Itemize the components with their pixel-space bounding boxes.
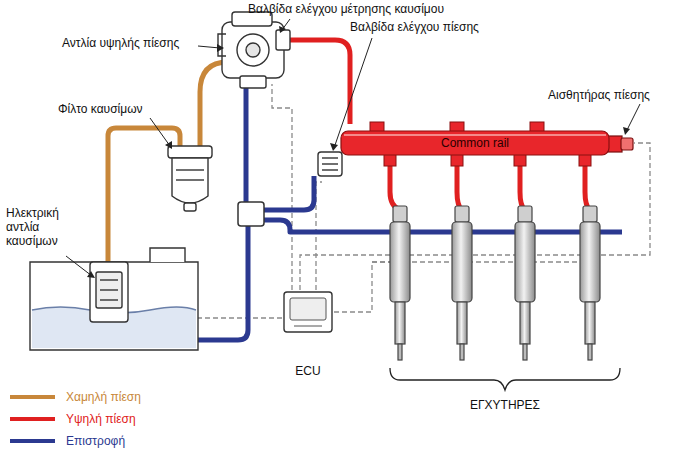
- injector-bracket: [390, 368, 620, 390]
- part-label: Ηλεκτρική αντλία καυσίμων: [6, 206, 82, 248]
- high-pressure-line: [286, 40, 590, 210]
- low-pressure-line: [108, 62, 228, 262]
- node-label: ECU: [295, 364, 320, 378]
- fuel-tank: [30, 248, 198, 350]
- legend-swatch: [10, 439, 55, 443]
- rail-label: Common rail: [441, 136, 509, 150]
- part-label: Βαλβίδα ελέγχου μέτρησης καυσίμου: [248, 2, 444, 16]
- legend-swatch: [10, 395, 55, 399]
- legend-text: Υψηλή πίεση: [66, 412, 136, 426]
- fuel-filter: [168, 146, 212, 211]
- common-rail: Common rail: [340, 118, 610, 168]
- legend-text: Χαμηλή πίεση: [66, 390, 141, 404]
- injectors: [390, 206, 600, 360]
- return-junction: [238, 202, 264, 226]
- leader-lines: [66, 19, 640, 276]
- pressure-sensor: [608, 136, 633, 152]
- group-label: ΕΓΧΥΤΗΡΕΣ: [470, 398, 540, 412]
- return-line: [196, 88, 622, 340]
- high-pressure-pump: [218, 12, 290, 88]
- ecu-unit: ECU: [282, 290, 334, 378]
- legend-text: Επιστροφή: [66, 434, 125, 448]
- legend-swatch: [10, 417, 55, 421]
- part-label: Αισθητήρας πίεσης: [548, 88, 650, 102]
- part-label: Αντλία υψηλής πίεσης: [62, 36, 179, 50]
- leader-arrowheads: [87, 26, 630, 278]
- pressure-control-valve: [318, 152, 342, 176]
- control-wires: [130, 84, 650, 318]
- part-label: Βαλβίδα ελέγχου πίεσης: [350, 20, 479, 34]
- part-label: Φίλτο καυσίμων: [58, 102, 143, 116]
